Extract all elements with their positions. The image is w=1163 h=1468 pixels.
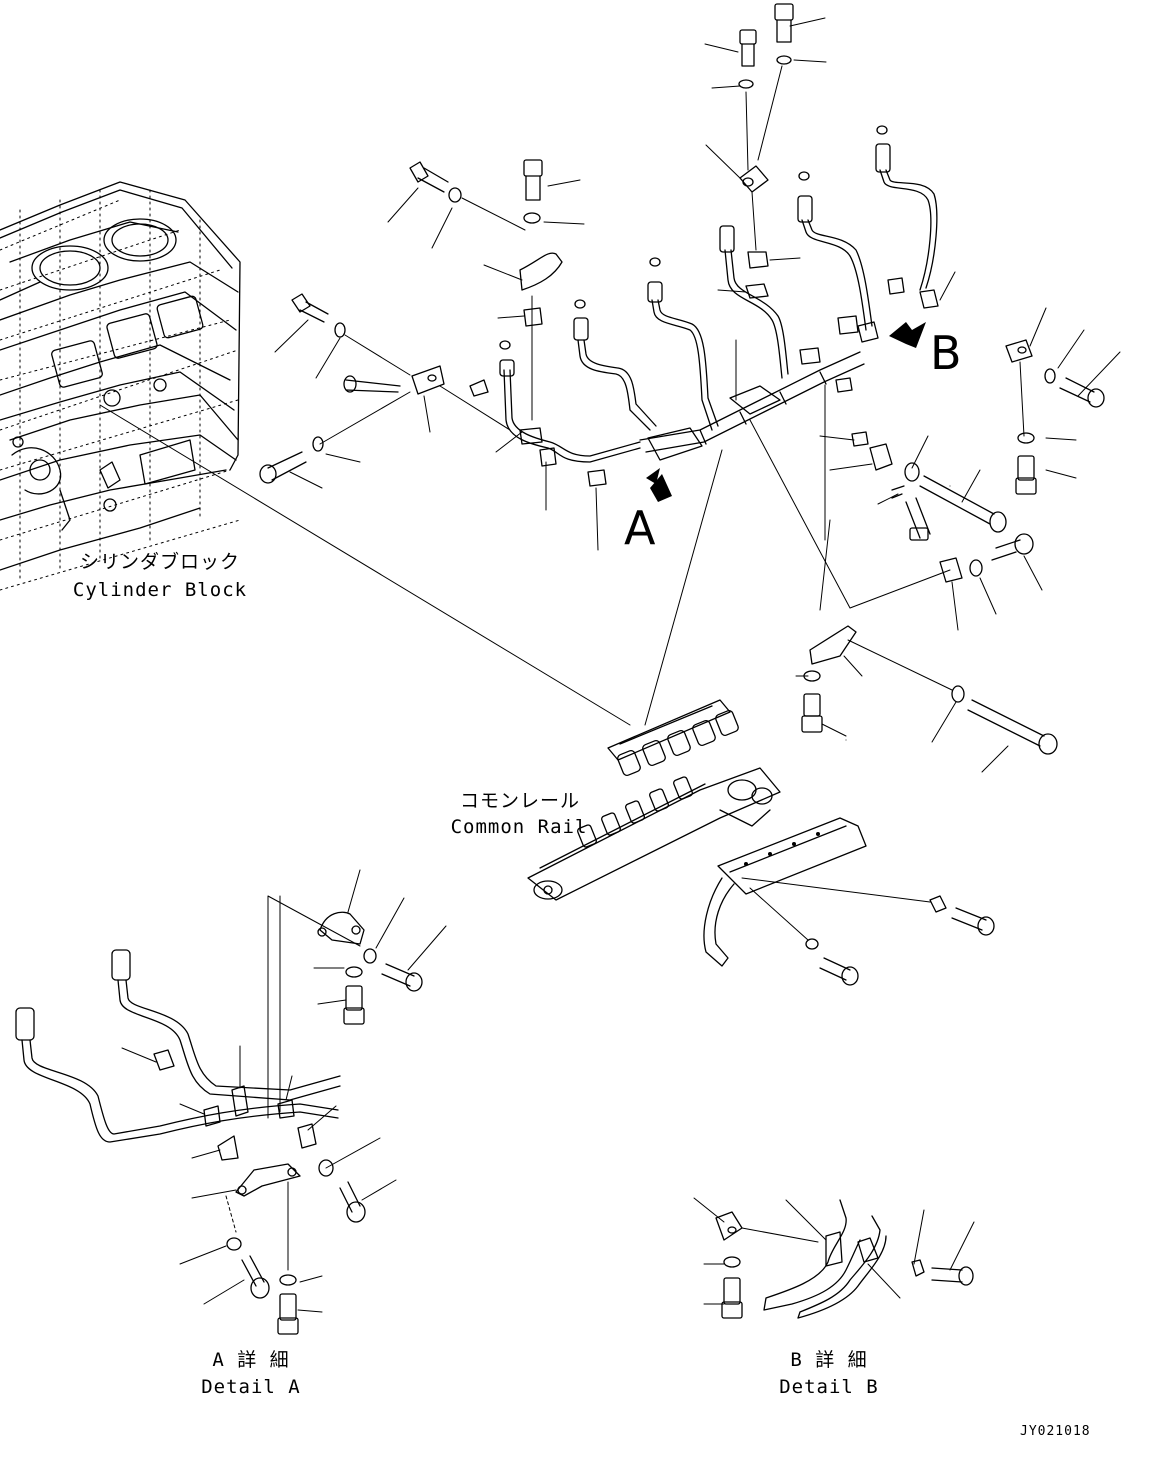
- detail-a-label-jp: A 詳 細: [212, 1349, 290, 1371]
- fasteners: [259, 3, 1105, 755]
- injection-tubes: [499, 125, 938, 463]
- common-rail-drawing: [527, 699, 995, 986]
- drawing-code: JY021018: [1020, 1424, 1091, 1439]
- view-b-letter: B: [930, 326, 962, 380]
- detail-b-label-en: Detail B: [779, 1376, 879, 1398]
- view-arrows: [646, 322, 926, 502]
- leader-lines: [99, 384, 953, 726]
- cylinder-block-label-jp: シリンダブロック: [80, 551, 241, 573]
- part-leaders: [274, 17, 1121, 773]
- cylinder-block-drawing: [0, 181, 241, 591]
- detail-a-label-en: Detail A: [201, 1376, 301, 1398]
- cylinder-block-label-en: Cylinder Block: [72, 579, 248, 601]
- detail-b-drawing: [693, 1197, 975, 1319]
- common-rail-label-en: Common Rail: [450, 816, 588, 838]
- detail-b-label-jp: B 詳 細: [790, 1349, 868, 1371]
- detail-a-drawing: [15, 869, 447, 1335]
- common-rail-label-jp: コモンレール: [459, 790, 580, 812]
- view-a-letter: A: [624, 501, 656, 555]
